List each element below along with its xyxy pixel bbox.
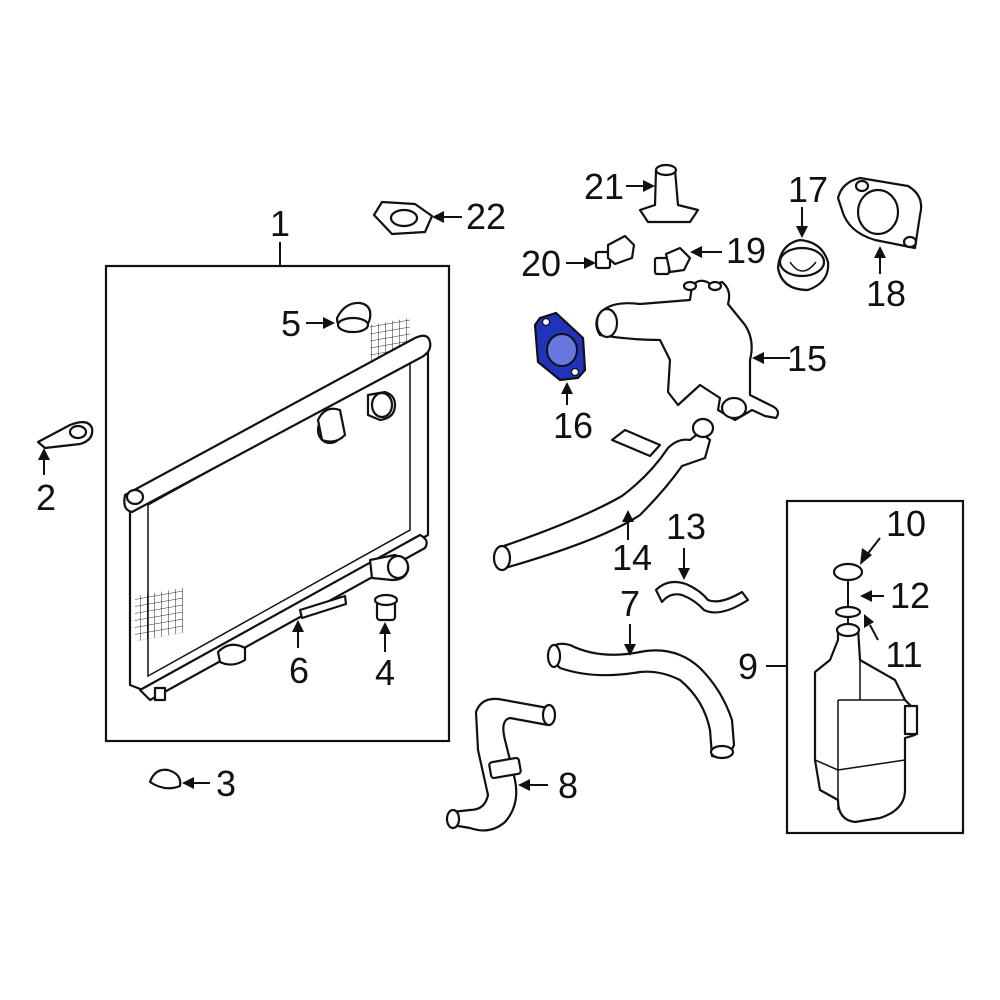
leader-lines: [38, 180, 886, 791]
upper-bracket-icon: [36, 421, 94, 450]
coolant-reservoir-icon: [813, 562, 919, 824]
radiator-group-box: [104, 264, 451, 743]
callout-8: 8: [558, 765, 578, 806]
callout-11: 11: [885, 634, 922, 675]
callout-5: 5: [281, 303, 301, 344]
callout-6: 6: [289, 650, 309, 691]
callout-21: 21: [584, 166, 624, 207]
callout-1: 1: [270, 203, 290, 244]
temperature-sensor-icon: [594, 234, 636, 270]
callout-9: 9: [738, 646, 758, 687]
lower-insulator-icon: [148, 768, 182, 790]
small-hose-icon: [654, 580, 750, 614]
callout-15: 15: [787, 338, 827, 379]
callout-3: 3: [216, 763, 236, 804]
upper-hose-icon: [546, 642, 736, 760]
lower-hose-icon: [445, 697, 557, 832]
callout-2: 2: [36, 477, 56, 518]
radiator-cap-icon: [335, 301, 372, 334]
callout-19: 19: [726, 230, 766, 271]
thermostat-icon: [776, 238, 830, 292]
callout-17: 17: [788, 169, 828, 210]
callout-4: 4: [375, 652, 395, 693]
drain-plug-icon: [373, 593, 399, 622]
callout-labels: 1 2 3 4 5 6 7 8 9 10 11 12 13 14 15 16 1…: [36, 166, 930, 806]
callout-13: 13: [666, 506, 706, 547]
callout-14: 14: [612, 537, 652, 578]
callout-7: 7: [620, 583, 640, 624]
callout-18: 18: [866, 273, 906, 314]
water-pipe-icon: [492, 417, 715, 572]
callout-20: 20: [521, 243, 561, 284]
radiator-illustration: [123, 317, 432, 702]
callout-10: 10: [886, 503, 926, 544]
callout-22: 22: [466, 196, 506, 237]
sender-icon: [653, 246, 692, 276]
water-pipe-assembly-icon: [595, 279, 780, 422]
highlighted-gasket-icon: [533, 311, 587, 382]
thermostat-housing-icon: [836, 176, 923, 250]
callout-12: 12: [890, 575, 930, 616]
water-outlet-icon: [638, 163, 700, 224]
gasket-icon: [372, 200, 434, 236]
callout-16: 16: [553, 405, 593, 446]
